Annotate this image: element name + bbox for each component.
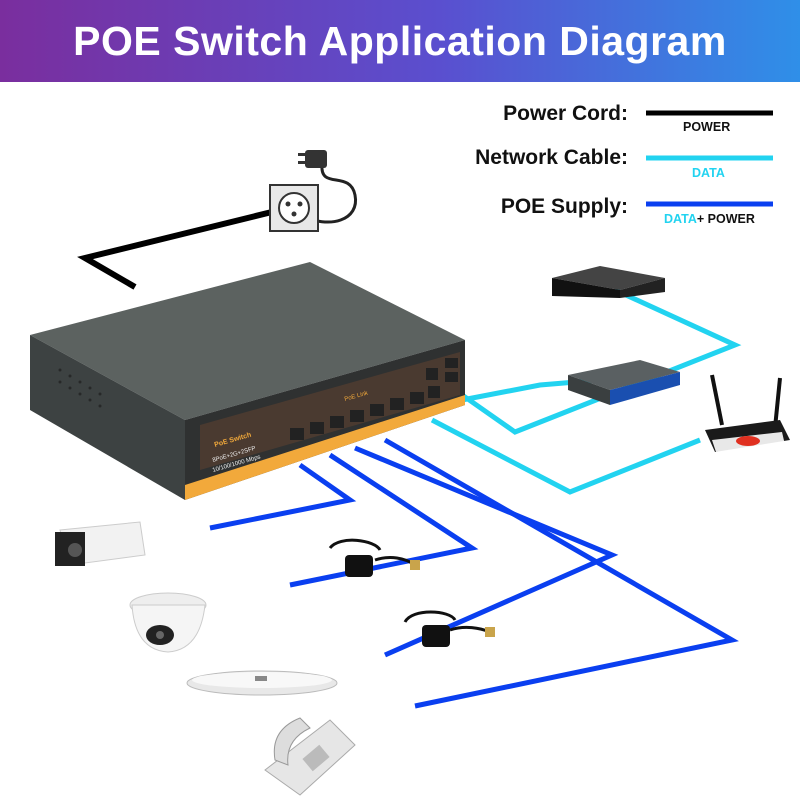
dome-camera-icon	[129, 592, 207, 653]
data-cable-router	[430, 417, 701, 495]
data-cable-nvr	[453, 287, 742, 435]
poe-splitter-icon	[403, 610, 495, 647]
plug-icon	[298, 150, 327, 168]
legend-poe-sub: DATA+ POWER	[664, 212, 755, 226]
poe-switch: PoE Switch 8PoE+2G+2SFP 10/100/1000 Mbps…	[30, 262, 465, 500]
plug-cable	[299, 164, 357, 224]
title-banner: POE Switch Application Diagram	[0, 0, 800, 82]
poe-cable-camera	[209, 462, 357, 531]
legend-power-label: Power Cord:	[503, 102, 628, 125]
legend-poe-label: POE Supply:	[500, 195, 628, 218]
power-cord	[77, 207, 281, 290]
ip-phone-icon	[264, 717, 356, 796]
bullet-camera-icon	[55, 521, 146, 566]
page-title: POE Switch Application Diagram	[73, 17, 727, 64]
legend-data-sub: DATA	[692, 166, 725, 180]
wireless-access-point-icon	[186, 670, 338, 696]
legend-poe-sub-power: + POWER	[696, 212, 755, 226]
network-switch-icon	[568, 360, 680, 405]
legend-poe-sub-data: DATA	[664, 212, 697, 226]
poe-cable-phone	[383, 437, 739, 709]
wall-socket-icon	[269, 184, 319, 232]
poe-splitter-icon	[328, 538, 420, 577]
legend-data-label: Network Cable:	[475, 146, 628, 169]
wifi-router-icon	[705, 374, 790, 452]
nvr-icon	[552, 266, 665, 298]
legend-power-sub: POWER	[683, 120, 731, 134]
poe-cable-ap	[354, 445, 619, 658]
